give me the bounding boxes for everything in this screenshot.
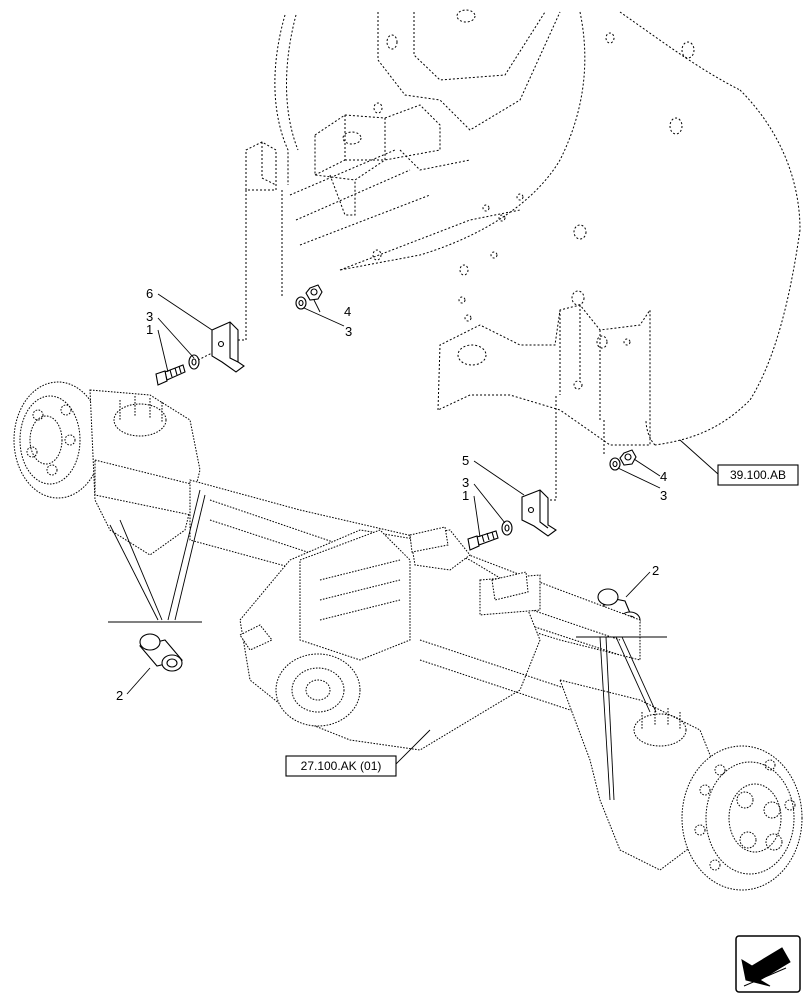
callout-3-right: 3: [660, 488, 667, 503]
callout-1-mid: 1: [462, 488, 469, 503]
callout-3-left: 3: [146, 309, 153, 324]
callout-4-right: 4: [660, 469, 667, 484]
bracket-left-6: [211, 321, 245, 373]
washer-top-3: [295, 296, 307, 310]
nut-top-4: [305, 284, 323, 301]
callout-1-left: 1: [146, 322, 153, 337]
bushing-left-2: [139, 633, 183, 672]
callout-3-top: 3: [345, 324, 352, 339]
leader-lines: [108, 293, 719, 801]
bracket-mid-5: [521, 489, 557, 537]
washer-left-3: [188, 354, 200, 370]
bolt-mid-1: [467, 530, 499, 551]
callout-4-top: 4: [344, 304, 351, 319]
callout-2-left: 2: [116, 688, 123, 703]
reference-label-axle: 27.100.AK (01): [301, 759, 382, 773]
bolt-left-1: [155, 364, 186, 386]
callout-2-right: 2: [652, 563, 659, 578]
callout-3-mid: 3: [462, 475, 469, 490]
reference-axle[interactable]: 27.100.AK (01): [285, 755, 397, 777]
callout-6: 6: [146, 286, 153, 301]
next-page-arrow-icon[interactable]: [735, 935, 801, 993]
washer-right-3: [609, 457, 621, 471]
tractor-frame: [245, 9, 801, 446]
reference-frame[interactable]: 39.100.AB: [717, 464, 799, 486]
reference-label-frame: 39.100.AB: [730, 468, 786, 482]
nut-right-4: [619, 449, 637, 466]
callout-5: 5: [462, 453, 469, 468]
front-axle-assembly: [13, 381, 803, 891]
washer-mid-3: [501, 520, 513, 536]
callouts: 6 3 1 4 3 5 3 1 4 3 2 2: [116, 286, 667, 703]
